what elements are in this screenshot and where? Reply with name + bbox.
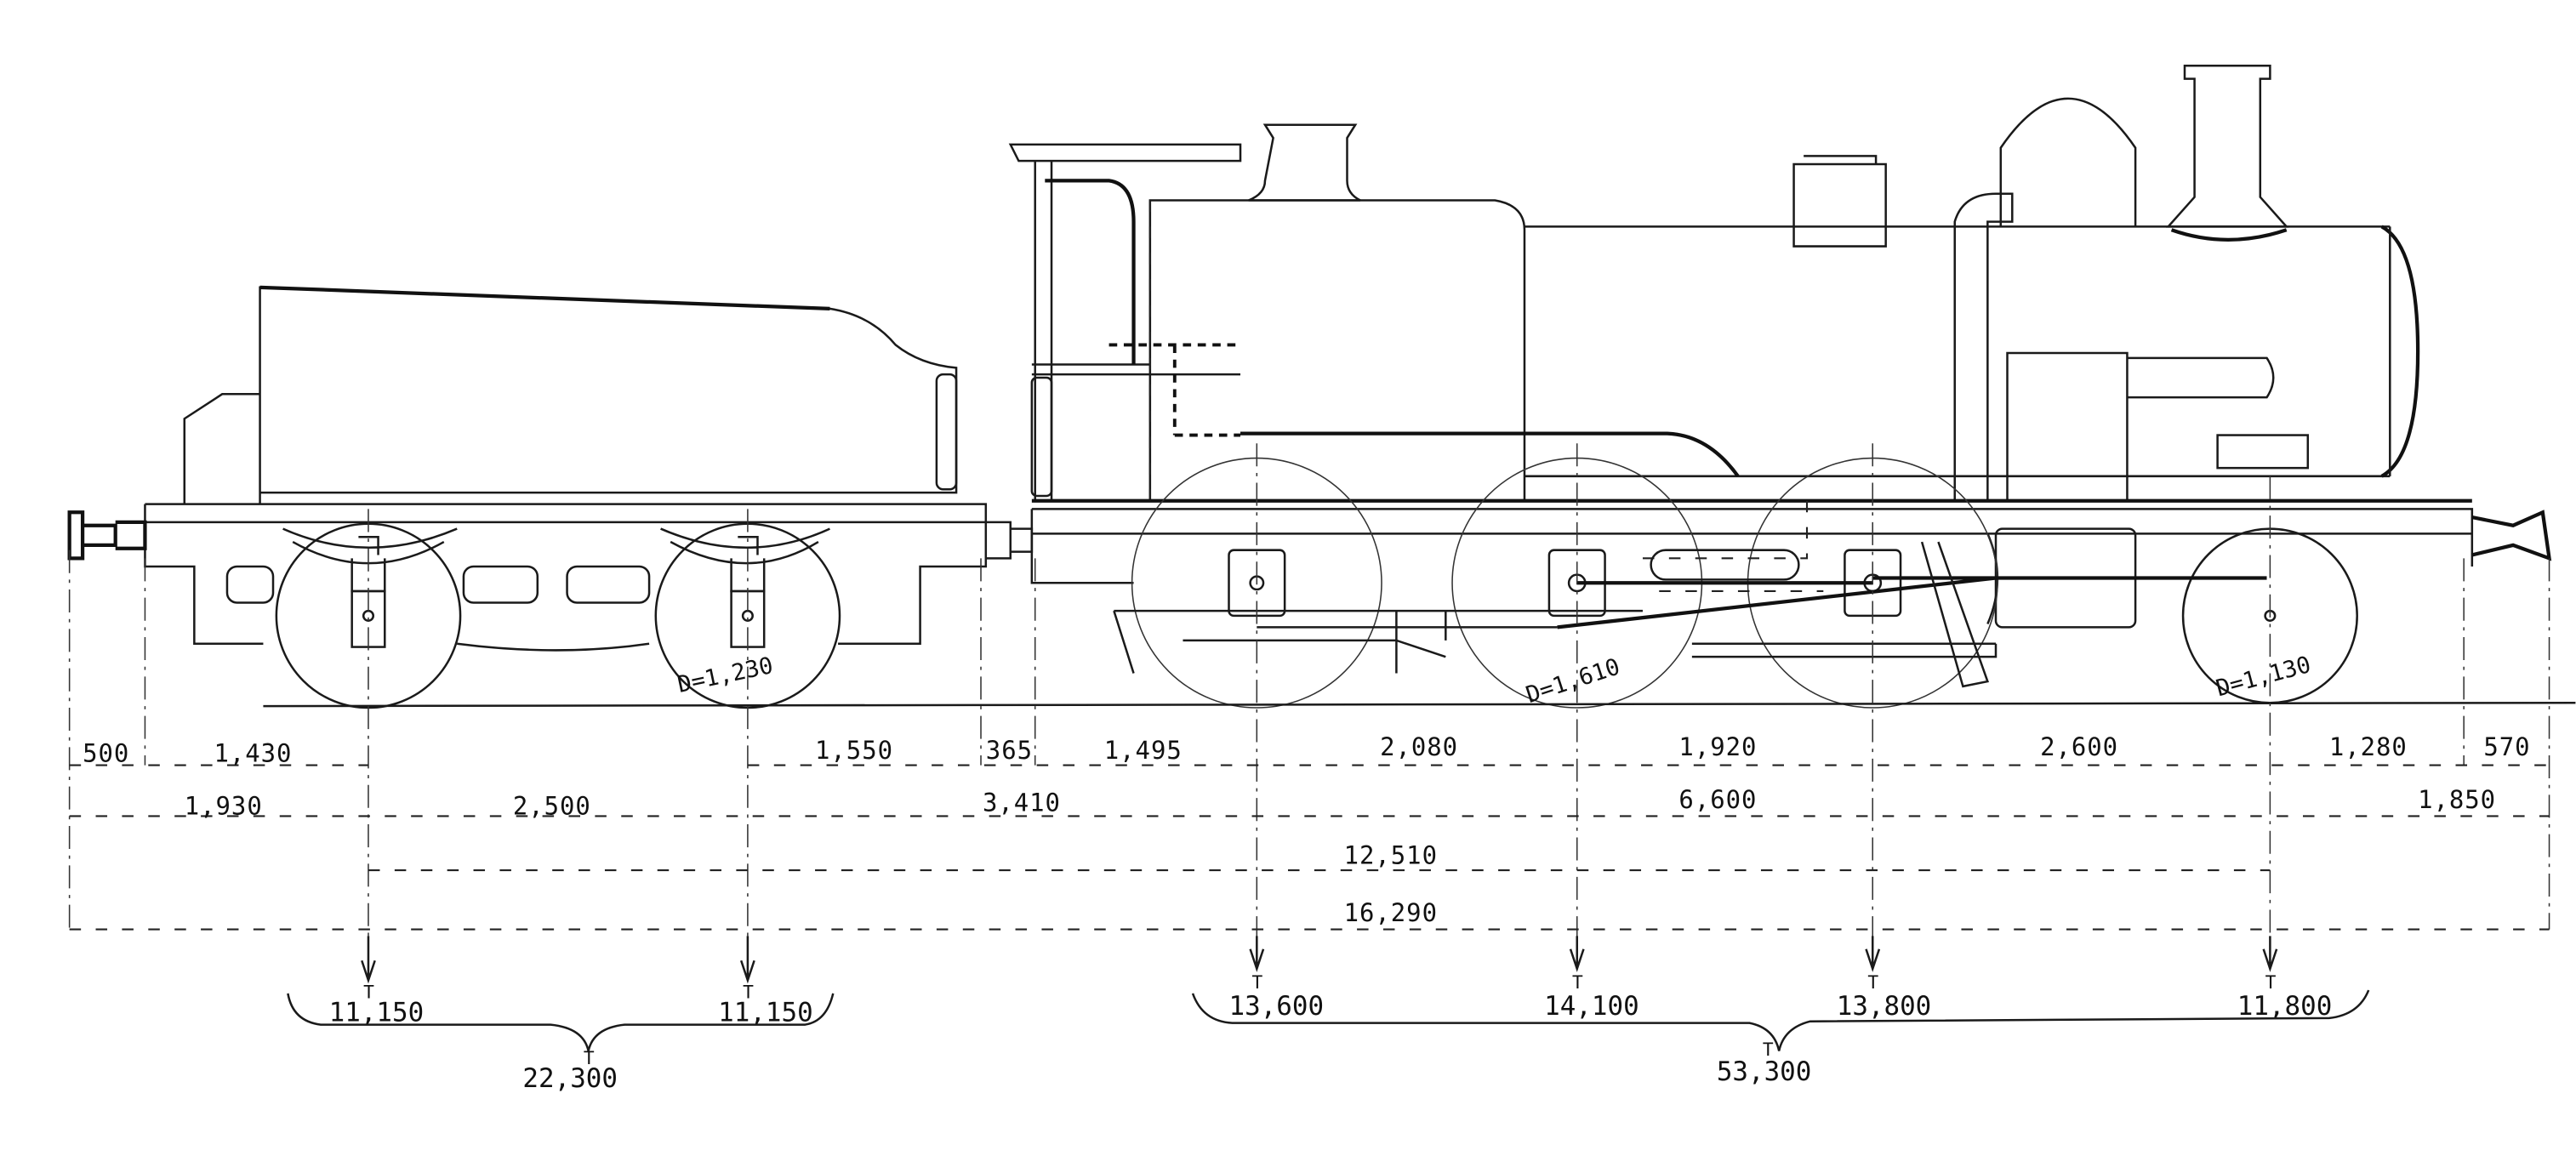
tender-front-buffer [985,521,1034,560]
load-unit: T [1252,972,1263,994]
cab [1008,143,1242,501]
dimension-label: 1,850 [2418,785,2496,814]
tender-spring-2 [660,527,830,593]
locomotive: D=1,610 D=1,130 [1008,64,2552,709]
firebox-safety-valve [1248,123,1361,202]
steam-pipe [1953,192,2014,501]
tender: D=1,230 [67,285,1034,709]
chimney-base [2170,228,2288,242]
axle-load: 14,100 [1544,991,1639,1022]
dimension-label: 2,500 [513,791,591,820]
dimension-label: 1,280 [2329,732,2408,761]
dimension-label: 1,920 [1678,732,1757,761]
load-unit: T [1572,972,1583,994]
dimension-label: 500 [83,739,129,768]
reversing-rod [1240,431,1740,478]
load-unit: T [743,982,754,1004]
wheelbase-dimension: 12,510 [1344,840,1438,869]
axle-load: 11,150 [718,998,813,1028]
smokebox-door [2380,225,2420,478]
dimension-label: 570 [2483,732,2530,761]
overall-length-dimension: 16,290 [1344,898,1438,927]
load-unit: T [1763,1039,1774,1061]
firebox [1148,199,1526,501]
tender-total-load: 22,300 [522,1063,618,1094]
dimensions-row-1: 500 1,430 1,550 365 1,495 2,080 1,920 2,… [83,732,2530,768]
load-arrows [361,936,2278,984]
dimension-label: 1,495 [1104,736,1183,765]
dimensions-row-2: 1,930 2,500 3,410 6,600 1,850 [185,785,2496,821]
rail-line [263,701,2576,708]
dimension-label: 365 [986,736,1033,765]
axle-load: 13,800 [1837,991,1932,1022]
dimension-label: 2,600 [2040,732,2118,761]
axle-load: 13,600 [1229,991,1325,1022]
load-unit: T [363,982,374,1004]
dimension-label: 6,600 [1678,785,1757,814]
guard-iron [1920,541,1990,688]
tender-handrail [935,373,958,491]
steam-dome [1999,97,2137,227]
lower-rod [1691,642,1998,658]
dimension-label: 3,410 [983,789,1061,817]
tender-tank [259,286,958,504]
front-safety-valve [1792,155,1887,248]
brake-pipe [1108,343,1241,437]
centerlines [68,443,2550,977]
expansion-link [1650,549,1800,581]
dimension-label: 1,550 [815,736,893,765]
dimension-label: 1,430 [214,739,293,768]
axle-load: 11,150 [329,998,425,1028]
tender-spring-1 [282,527,458,593]
axle-load: 11,800 [2237,991,2333,1022]
boiler [1524,225,2391,478]
cab-handle [1030,376,1053,498]
load-unit: T [2265,972,2277,994]
dimension-label: 2,080 [1380,732,1458,761]
brake-rigging [1113,609,1643,674]
tender-coal-box [183,393,260,504]
valve-gear [1642,500,1824,593]
axle-loads: T 11,150 T 11,150 T 13,600 T 14,100 T 13… [329,972,2333,1028]
load-braces [287,989,2370,1051]
tender-frame-cutouts [225,565,651,652]
dimension-label: 1,930 [185,791,263,820]
tender-top-edge [259,285,830,311]
tender-wheel-diameter: D=1,230 [675,652,776,698]
cab-handrail [1045,179,1136,365]
locomotive-total-load: 53,300 [1717,1056,1812,1087]
leading-wheel-diameter: D=1,130 [2214,652,2314,702]
tender-frame [144,503,988,645]
driving-wheel-diameter: D=1,610 [1523,653,1623,709]
tender-rear-buffer [67,510,147,561]
side-box [2006,351,2275,501]
load-unit: T [1867,972,1878,994]
loco-frame [1030,508,2474,584]
load-unit: T [584,1048,595,1069]
connecting-rod [1557,576,2267,629]
chimney [2165,64,2289,228]
front-buffer [2471,510,2552,561]
dimension-lines [69,764,2550,931]
sandbox [2216,434,2310,470]
